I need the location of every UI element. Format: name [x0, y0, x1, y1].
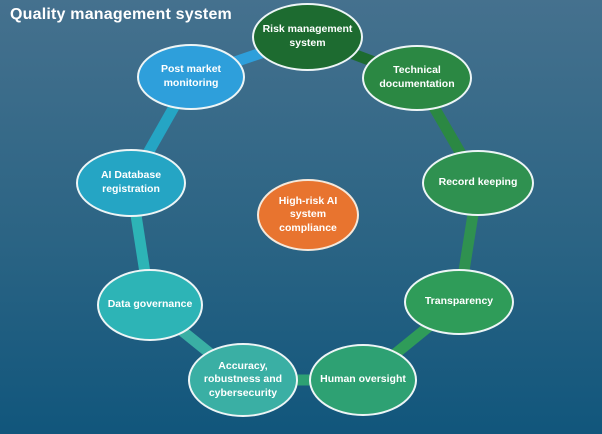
node-data-governance: Data governance — [97, 269, 203, 341]
node-human-oversight: Human oversight — [309, 344, 417, 416]
node-label: Accuracy, robustness and cybersecurity — [203, 359, 283, 399]
node-risk-management-system: Risk management system — [252, 3, 363, 71]
node-post-market-monitoring: Post market monitoring — [137, 44, 245, 110]
page-title: Quality management system — [10, 6, 232, 23]
node-label: High-risk AI system compliance — [278, 194, 338, 234]
node-label: Data governance — [107, 298, 193, 311]
node-label: Record keeping — [438, 176, 518, 189]
node-technical-documentation: Technical documentation — [362, 45, 472, 111]
node-transparency: Transparency — [404, 269, 514, 335]
node-label: Transparency — [424, 295, 494, 308]
node-label: AI Database registration — [100, 169, 162, 195]
node-high-risk-ai-system-compliance: High-risk AI system compliance — [257, 179, 359, 251]
node-label: Human oversight — [320, 373, 406, 386]
node-label: Post market monitoring — [160, 63, 222, 89]
node-record-keeping: Record keeping — [422, 150, 534, 216]
node-label: Risk management system — [262, 23, 353, 49]
node-ai-database-registration: AI Database registration — [76, 149, 186, 217]
node-label: Technical documentation — [379, 64, 455, 90]
node-accuracy-robustness-and-cybersecurity: Accuracy, robustness and cybersecurity — [188, 343, 298, 417]
